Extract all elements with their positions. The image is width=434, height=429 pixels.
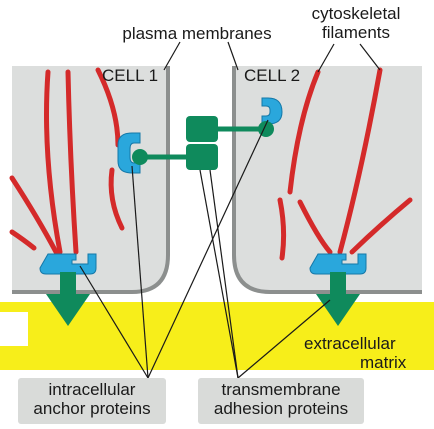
filament bbox=[287, 69, 321, 195]
transmembrane-adhesion-proteins-label-line1: transmembrane bbox=[221, 380, 341, 399]
cytoskeletal-filaments bbox=[9, 67, 413, 261]
cell-1-membrane bbox=[12, 66, 170, 294]
adhesion-protein bbox=[186, 144, 218, 170]
filament bbox=[65, 69, 79, 255]
cell-1-label: CELL 1 bbox=[102, 66, 159, 85]
anchor-protein bbox=[39, 253, 97, 275]
cell-2-label: CELL 2 bbox=[244, 66, 301, 85]
leader-lines bbox=[79, 41, 381, 379]
cytoskeletal-filaments-label-line2: filaments bbox=[321, 23, 391, 42]
intracellular-anchor-proteins-label-line1: intracellular bbox=[48, 380, 136, 399]
filament bbox=[9, 229, 37, 251]
filament bbox=[349, 197, 413, 255]
cytoskeletal-filaments-label-line1: cytoskeletal bbox=[311, 4, 401, 23]
filament bbox=[297, 199, 333, 255]
extracellular-matrix-label-line2: matrix bbox=[360, 353, 407, 372]
filament bbox=[277, 197, 287, 261]
filament bbox=[9, 175, 59, 255]
plasma-membranes-label: plasma membranes bbox=[122, 24, 272, 43]
extracellular-matrix-label-line1: extracellular bbox=[304, 334, 396, 353]
filament bbox=[337, 67, 383, 255]
cell-2-membrane bbox=[232, 66, 422, 294]
matrix-notch bbox=[0, 312, 28, 346]
adhesion-knob bbox=[132, 149, 148, 165]
anchor-protein bbox=[117, 132, 141, 174]
filament bbox=[108, 167, 125, 231]
intracellular-anchor-proteins-label-line2: anchor proteins bbox=[33, 399, 151, 418]
filament bbox=[95, 67, 121, 148]
intracellular-anchor-proteins-box: intracellular anchor proteins bbox=[18, 378, 166, 424]
transmembrane-adhesion-proteins-label-line2: adhesion proteins bbox=[213, 399, 349, 418]
cell-1 bbox=[12, 66, 168, 292]
anchor-protein bbox=[309, 253, 367, 275]
integrin-arrow bbox=[46, 272, 90, 326]
transmembrane-adhesion-proteins-box: transmembrane adhesion proteins bbox=[198, 378, 364, 424]
cell-2 bbox=[234, 66, 422, 292]
filament bbox=[44, 69, 63, 255]
integrin-arrow bbox=[316, 272, 360, 326]
adhesion-protein bbox=[186, 116, 218, 142]
